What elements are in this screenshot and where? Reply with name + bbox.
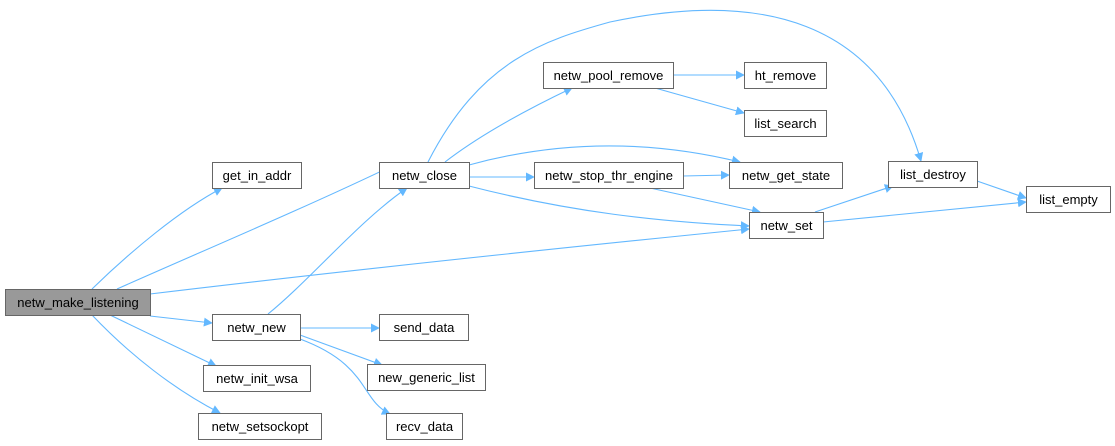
- node-ht-remove[interactable]: ht_remove: [744, 62, 827, 89]
- node-box: [212, 314, 301, 341]
- node-label: recv_data: [396, 419, 454, 434]
- edge-netw-set-to-list-destroy: [814, 184, 894, 213]
- node-box: [744, 62, 827, 89]
- nodes: netw_make_listening get_in_addr netw_close…: [5, 62, 1111, 440]
- edge-netw-new-to-recv-data: [299, 338, 391, 415]
- edge-netw-close-to-list-destroy: [427, 9, 924, 163]
- node-list-destroy[interactable]: list_destroy: [888, 161, 978, 188]
- edge-netw-make-listening-to-netw-setsockopt: [91, 314, 221, 414]
- edge-netw-make-listening-to-netw-new: [149, 315, 213, 327]
- node-box: [744, 110, 827, 137]
- node-label: netw_make_listening: [17, 295, 138, 310]
- edges: [91, 9, 1027, 415]
- node-label: ht_remove: [755, 68, 816, 83]
- node-get-in-addr[interactable]: get_in_addr: [212, 162, 302, 189]
- node-netw-make-listening[interactable]: netw_make_listening: [5, 289, 151, 316]
- edge-netw-make-listening-to-get-in-addr: [91, 187, 223, 290]
- node-box: [888, 161, 978, 188]
- node-netw-new[interactable]: netw_new: [212, 314, 301, 341]
- edge-netw-pool-remove-to-list-search: [654, 87, 745, 116]
- node-label: netw_close: [392, 168, 457, 183]
- node-label: netw_pool_remove: [554, 68, 664, 83]
- node-netw-setsockopt[interactable]: netw_setsockopt: [198, 413, 322, 440]
- node-netw-init-wsa[interactable]: netw_init_wsa: [203, 365, 311, 392]
- node-box: [367, 364, 486, 391]
- node-box: [534, 162, 684, 189]
- node-box: [749, 212, 824, 239]
- edge-netw-close-to-netw-pool-remove: [444, 87, 573, 163]
- node-label: netw_get_state: [742, 168, 830, 183]
- node-label: netw_set: [760, 218, 812, 233]
- edge-netw-close-to-netw-set: [468, 185, 750, 231]
- node-label: send_data: [394, 320, 455, 335]
- node-box: [212, 162, 302, 189]
- node-netw-set[interactable]: netw_set: [749, 212, 824, 239]
- node-box: [1026, 186, 1111, 213]
- node-label: netw_setsockopt: [212, 419, 309, 434]
- edge-netw-new-to-netw-close: [267, 187, 408, 315]
- node-box: [379, 314, 469, 341]
- node-label: list_destroy: [900, 167, 966, 182]
- node-box: [5, 289, 151, 316]
- edge-list-destroy-to-list-empty: [976, 180, 1027, 200]
- edge-netw-close-to-netw-get-state: [468, 145, 741, 166]
- node-label: netw_init_wsa: [216, 371, 298, 386]
- edge-netw-stop-thr-engine-to-netw-set: [649, 187, 761, 215]
- node-recv-data[interactable]: recv_data: [386, 413, 463, 440]
- node-label: list_empty: [1039, 192, 1098, 207]
- edge-netw-stop-thr-engine-to-netw-get-state: [682, 170, 730, 180]
- edge-netw-set-to-list-empty: [822, 198, 1027, 223]
- node-list-empty[interactable]: list_empty: [1026, 186, 1111, 213]
- node-label: netw_stop_thr_engine: [545, 168, 673, 183]
- edge-netw-new-to-new-generic-list: [299, 334, 383, 367]
- node-label: netw_new: [227, 320, 286, 335]
- node-label: new_generic_list: [378, 370, 475, 385]
- node-label: get_in_addr: [223, 168, 292, 183]
- node-netw-close[interactable]: netw_close: [379, 162, 470, 189]
- node-list-search[interactable]: list_search: [744, 110, 827, 137]
- node-box: [379, 162, 470, 189]
- edge-netw-make-listening-to-netw-set: [149, 225, 750, 295]
- node-box: [543, 62, 674, 89]
- node-netw-stop-thr-engine[interactable]: netw_stop_thr_engine: [534, 162, 684, 189]
- node-box: [729, 162, 843, 189]
- node-send-data[interactable]: send_data: [379, 314, 469, 341]
- node-label: list_search: [754, 116, 816, 131]
- node-netw-get-state[interactable]: netw_get_state: [729, 162, 843, 189]
- node-box: [386, 413, 463, 440]
- edge-netw-make-listening-to-netw-init-wsa: [109, 314, 217, 367]
- node-box: [198, 413, 322, 440]
- node-new-generic-list[interactable]: new_generic_list: [367, 364, 486, 391]
- node-box: [203, 365, 311, 392]
- edge-netw-make-listening-to-netw-close: [116, 166, 391, 290]
- node-netw-pool-remove[interactable]: netw_pool_remove: [543, 62, 674, 89]
